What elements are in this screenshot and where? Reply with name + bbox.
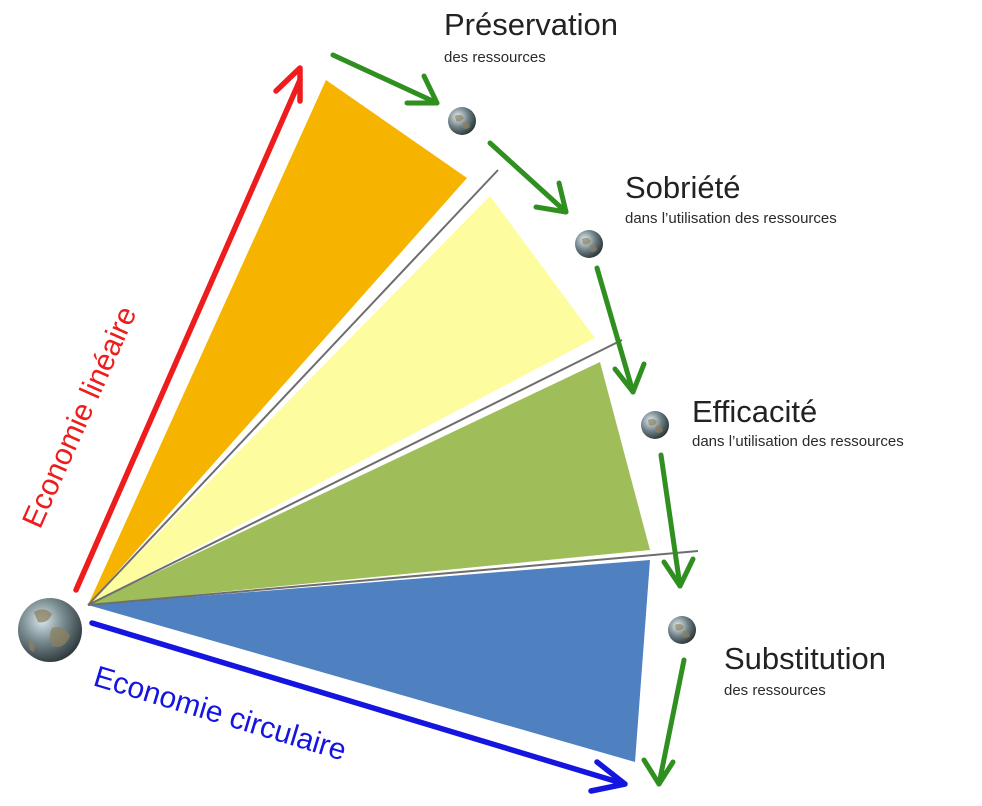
earth-globe-icon bbox=[641, 411, 669, 439]
divider-line bbox=[87, 339, 623, 606]
earth-globe-icon bbox=[448, 107, 476, 135]
step-arrow bbox=[330, 52, 440, 106]
step-title-preservation: Préservation bbox=[444, 7, 619, 42]
wedge-substitution bbox=[88, 560, 650, 762]
step-subtitle-sobriete: dans l’utilisation des ressources bbox=[625, 210, 837, 227]
earth-globe-icon bbox=[18, 598, 82, 662]
divider-line bbox=[87, 550, 699, 606]
step-arrows bbox=[330, 52, 696, 787]
step-arrow bbox=[594, 265, 647, 395]
step-title-efficacite: Efficacité bbox=[692, 394, 818, 429]
earth-globe-icon bbox=[668, 616, 696, 644]
step-subtitle-efficacite: dans l’utilisation des ressources bbox=[692, 433, 904, 450]
circular-economy-label: Economie circulaire bbox=[90, 660, 350, 767]
step-arrow bbox=[658, 452, 696, 589]
linear-economy-label: Economie linéaire bbox=[16, 302, 143, 533]
wedge-sobriete bbox=[88, 196, 595, 605]
earth-globe-icon bbox=[575, 230, 603, 258]
circular-economy-arrow bbox=[89, 620, 628, 794]
step-arrow bbox=[487, 140, 569, 215]
step-subtitle-substitution: des ressources bbox=[724, 682, 826, 699]
linear-economy-arrow bbox=[73, 65, 303, 593]
wedge-preservation bbox=[88, 80, 467, 605]
wedge-efficacite bbox=[88, 362, 650, 605]
step-title-sobriete: Sobriété bbox=[625, 170, 741, 205]
step-title-substitution: Substitution bbox=[724, 641, 886, 676]
step-subtitle-preservation: des ressources bbox=[444, 49, 546, 66]
divider-line bbox=[87, 169, 499, 606]
step-arrow bbox=[641, 657, 687, 787]
